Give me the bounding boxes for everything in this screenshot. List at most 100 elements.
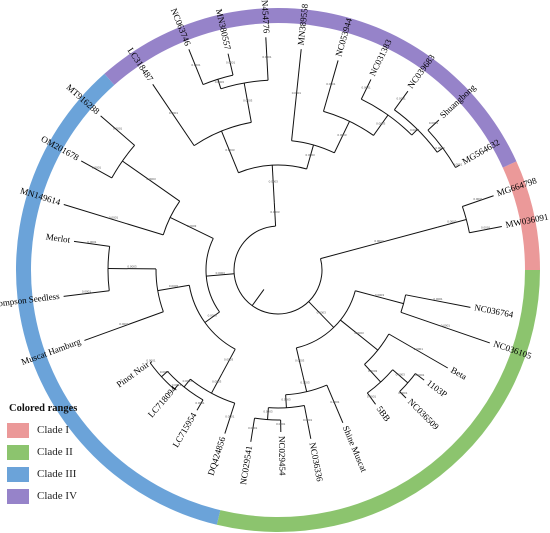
branch-length-label: 0.0001 (326, 82, 336, 86)
branch-length-label: 0.0001 (481, 226, 491, 230)
clade-connector-arc (291, 140, 335, 154)
branch-length-label: 0.0003 (375, 293, 385, 297)
leaf-branch (149, 361, 153, 364)
leaf-branch (73, 240, 110, 247)
clade-connector-arc (296, 290, 356, 349)
branch-length-label: 0.0001 (303, 418, 313, 422)
branch-length-label: 0.0001 (276, 422, 286, 426)
branch-length-label: 0.0003 (270, 210, 280, 214)
leaf-branch (224, 402, 236, 434)
leaf-branch (173, 384, 179, 390)
branch-length-label: 0.0001 (429, 121, 439, 125)
leaf-branch (63, 204, 164, 236)
branch-length-label: 0.0003 (295, 358, 305, 362)
branch-length-label: 0.0001 (262, 55, 272, 59)
branch-length-label: 0.0003 (187, 224, 197, 228)
legend-item-clade-iii: Clade III (7, 463, 107, 485)
clade-connector-arc (461, 206, 470, 233)
branch-length-label: 0.0003 (243, 99, 253, 103)
branch-length-label: 0.0003 (374, 239, 384, 243)
branch-length-label: 0.0001 (113, 127, 123, 131)
branch-length-label: 0.0003 (317, 311, 327, 315)
branch-length-label: 0.0001 (146, 358, 156, 362)
leaf-branch (388, 333, 448, 369)
leaf-label: 5BB (375, 404, 393, 423)
branch-length-label: 0.0003 (300, 380, 310, 384)
internal-branch (285, 394, 287, 408)
internal-branch (204, 311, 220, 323)
branch-length-label: 0.0003 (169, 284, 179, 288)
internal-branch (308, 301, 335, 328)
internal-branch (411, 129, 418, 136)
leaf-branch (427, 119, 440, 131)
clade-ring-clade-i (502, 161, 540, 270)
clade-connector-arc (285, 384, 328, 396)
legend-item-clade-iv: Clade IV (7, 485, 107, 507)
clade-ring-clade-iv (104, 7, 517, 168)
branch-length-label: 0.0003 (368, 369, 378, 373)
internal-branch (392, 369, 409, 384)
leaf-branch (469, 226, 502, 234)
internal-branch (122, 160, 180, 202)
branch-length-label: 0.0003 (215, 80, 225, 84)
leaf-branch (405, 294, 471, 308)
leaf-label: MN454776 (259, 0, 271, 34)
legend-swatch-clade-iii (7, 466, 29, 482)
leaf-branch (455, 164, 461, 168)
branch-length-label: 0.0001 (225, 414, 235, 418)
leaf-branch (152, 84, 195, 146)
clade-connector-arc (233, 225, 323, 315)
leaf-label: NC029454 (277, 436, 288, 476)
legend-swatch-clade-ii (7, 444, 29, 460)
legend-title: Colored ranges (9, 403, 78, 414)
branch-length-label: 0.0001 (415, 373, 425, 377)
leaf-branch (366, 392, 376, 405)
legend-label-clade-iv: Clade IV (37, 490, 78, 502)
branch-length-label: 0.0001 (398, 391, 408, 395)
clade-connector-arc (238, 164, 307, 174)
internal-branch (306, 144, 314, 170)
clade-color-ring (15, 7, 540, 532)
leaf-label: NC029541 (238, 445, 254, 486)
clade-connector-arc (205, 238, 220, 313)
leaf-branch (462, 195, 494, 207)
legend-swatch-clade-i (7, 422, 29, 438)
internal-branch (211, 373, 223, 394)
branch-length-label: 0.0001 (169, 111, 179, 115)
branch-length-label: 0.0001 (441, 324, 451, 328)
leaf-label: DQ424856 (206, 435, 228, 477)
branch-length-label: 0.0003 (208, 313, 218, 317)
clade-connector-arc (188, 285, 236, 350)
legend-item-clade-ii: Clade II (7, 441, 107, 463)
root-branch (251, 289, 265, 306)
leaf-label: LC718094 (146, 383, 179, 419)
branch-length-label: 0.0003 (127, 265, 137, 269)
internal-branch (221, 348, 236, 375)
clade-connector-arc (361, 98, 413, 136)
branch-length-label: 0.0003 (396, 372, 406, 376)
branch-length-label: 0.0001 (109, 216, 119, 220)
tree-branches (63, 37, 502, 442)
clade-connector-arc (193, 121, 252, 147)
internal-branch (169, 216, 214, 239)
branch-length-label: 0.0003 (305, 153, 315, 157)
branch-length-label: 0.0001 (330, 400, 340, 404)
leaf-branch (227, 53, 234, 76)
leaf-branch (291, 49, 302, 141)
branch-length-label: 0.0003 (225, 148, 235, 152)
branch-length-label: 0.0003 (337, 133, 347, 137)
branch-length-label: 0.0003 (447, 219, 457, 223)
internal-branch (320, 226, 438, 260)
clade-connector-arc (107, 246, 111, 291)
branch-length-label: 0.0003 (160, 370, 170, 374)
leaf-branch (196, 399, 204, 411)
leaf-label: Pinot Noir (115, 359, 151, 389)
legend: Colored ranges Clade I Clade II Clade II… (7, 403, 107, 507)
branch-length-label: 0.0003 (212, 380, 222, 384)
leaf-label: 1103P (425, 378, 449, 400)
branch-length-label: 0.0001 (453, 162, 463, 166)
branch-length-label: 0.0003 (216, 271, 226, 275)
legend-label-clade-i: Clade I (37, 424, 70, 436)
internal-branch (221, 130, 239, 173)
